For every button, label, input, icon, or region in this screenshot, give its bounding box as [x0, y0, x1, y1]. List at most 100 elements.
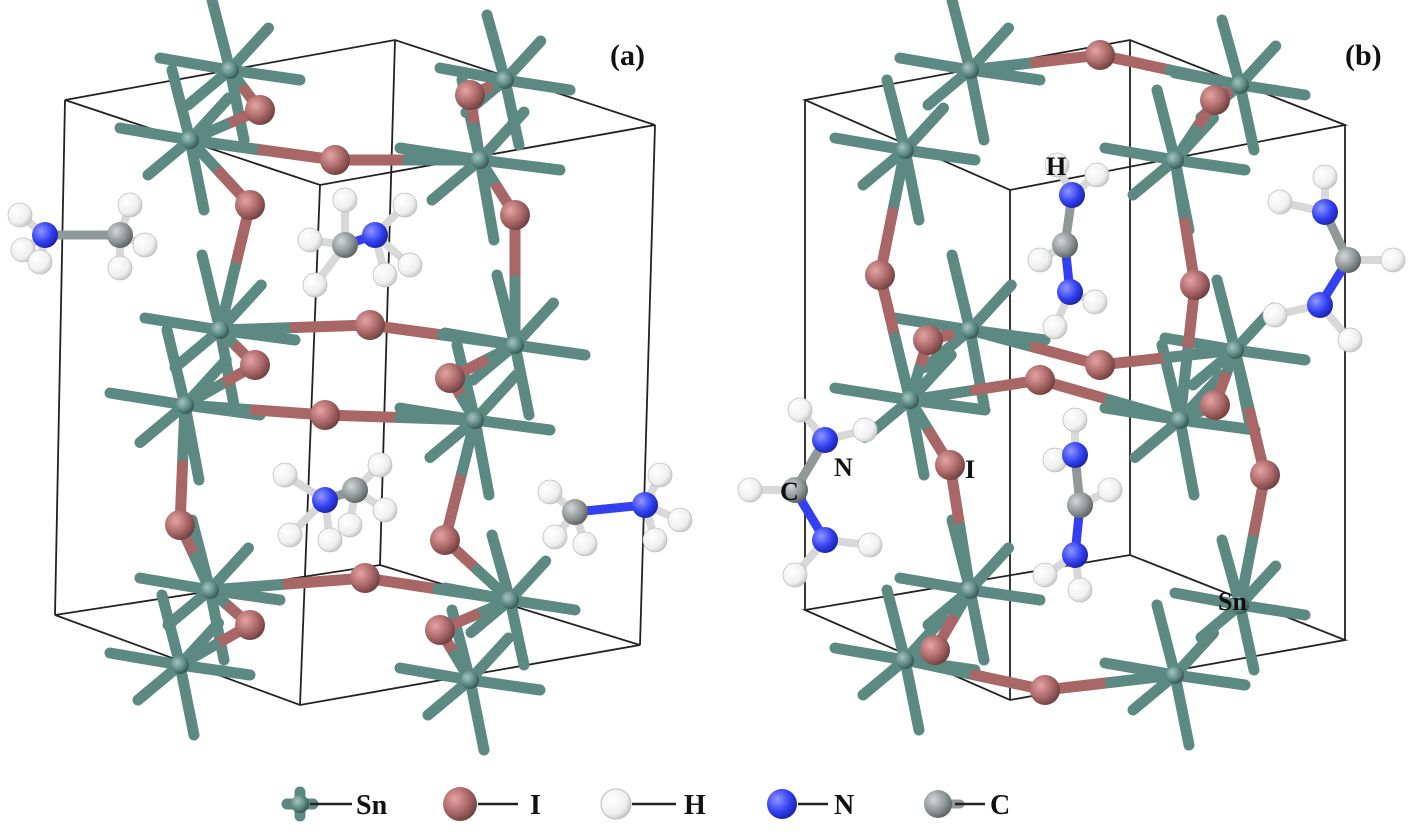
- sn-i-bond: [881, 74, 911, 156]
- sn-i-bond: [424, 414, 481, 463]
- nitrogen-atom: [1059, 182, 1085, 208]
- sn-i-bond: [169, 324, 226, 373]
- sn-i-bond: [829, 642, 911, 666]
- sn-i-bond: [206, 0, 236, 76]
- hydrogen-atom: [1032, 562, 1058, 588]
- sn-i-bond: [437, 329, 521, 351]
- hydrogen-atom: [1044, 152, 1070, 178]
- sn-i-bond: [426, 154, 486, 206]
- iodine-atom: [350, 563, 380, 593]
- sn-i-bond: [1169, 669, 1251, 691]
- iodine-atom: [425, 615, 455, 645]
- sn-i-bond: [224, 22, 274, 76]
- hydrogen-atom: [1067, 577, 1093, 603]
- sn-i-bond: [1234, 79, 1311, 101]
- hydrogen-atom: [667, 507, 693, 533]
- sn-i-bond: [1127, 154, 1181, 201]
- sn-i-bond: [464, 674, 546, 696]
- panel-b-label: (b): [1345, 39, 1382, 72]
- nitrogen-atom: [632, 492, 658, 518]
- iodine-atom: [1180, 270, 1210, 300]
- legend-label-sn: Sn: [356, 790, 388, 821]
- legend-item-n: N: [767, 789, 854, 821]
- sn-i-bond: [881, 584, 911, 666]
- panel-b-atoms: [737, 0, 1406, 751]
- tin-atom: [211, 321, 229, 339]
- sn-i-bond: [899, 654, 981, 681]
- nitrogen-atom: [362, 222, 388, 248]
- nitrogen-atom: [1062, 542, 1088, 568]
- sn-i-bond: [509, 297, 559, 351]
- sn-i-bond: [184, 134, 268, 156]
- carbon-atom: [1335, 247, 1361, 273]
- iodine-atom: [1250, 460, 1280, 490]
- sn-atom-icon: [281, 786, 319, 822]
- nitrogen-atom: [812, 527, 838, 553]
- sn-i-bond: [139, 312, 226, 336]
- sn-i-bond: [857, 654, 911, 701]
- sn-i-bond: [964, 542, 1014, 596]
- sn-i-bond: [134, 572, 216, 596]
- nitrogen-atom: [32, 222, 58, 248]
- sn-i-bond: [469, 369, 522, 426]
- hydrogen-atom: [372, 262, 398, 288]
- panel-a: (a): [7, 0, 693, 756]
- hydrogen-atom: [107, 255, 133, 281]
- sn-i-bond: [899, 102, 949, 156]
- sn-i-bond: [1174, 414, 1200, 501]
- tin-atom: [961, 321, 979, 339]
- iodine-atom: [913, 325, 943, 355]
- sn-i-bond: [464, 632, 514, 686]
- sn-i-bond: [166, 64, 196, 146]
- atom-label-n: N: [834, 453, 853, 482]
- hydrogen-atom: [1062, 407, 1088, 433]
- hydrogen-atom: [302, 272, 328, 298]
- sn-i-bond: [214, 322, 301, 336]
- sn-i-bond: [204, 542, 254, 596]
- tin-atom: [901, 391, 919, 409]
- iodine-atom: [455, 80, 485, 110]
- sn-i-bond: [154, 52, 236, 76]
- i-atom-icon: [443, 787, 477, 821]
- tin-atom: [1226, 341, 1244, 359]
- tin-atom: [501, 591, 519, 609]
- sn-i-bond: [887, 144, 911, 218]
- sn-i-bond: [224, 64, 306, 86]
- atom-layer: [737, 40, 1406, 705]
- hydrogen-atom: [542, 524, 568, 550]
- hydrogen-atom: [1042, 314, 1068, 340]
- sn-i-bond: [1169, 587, 1246, 611]
- sn-i-bond: [132, 659, 186, 706]
- sn-i-bond: [1229, 344, 1311, 366]
- sn-i-bond: [1211, 274, 1241, 356]
- carbon-atom: [107, 222, 133, 248]
- sn-i-bond: [161, 324, 191, 411]
- sn-i-bond: [1174, 347, 1193, 426]
- sn-i-bond: [894, 572, 976, 596]
- sn-i-bond: [394, 662, 476, 686]
- sn-i-bond: [394, 412, 481, 426]
- tin-atom: [461, 671, 479, 689]
- sn-i-bond: [174, 659, 200, 741]
- tin-atom: [221, 61, 239, 79]
- hydrogen-atom: [372, 497, 398, 523]
- hydrogen-atom: [132, 232, 158, 258]
- tin-atom: [496, 71, 514, 89]
- sn-i-bond: [1151, 84, 1181, 166]
- atom-label-c: C: [780, 477, 799, 506]
- hydrogen-atom: [392, 192, 418, 218]
- tin-atom: [961, 581, 979, 599]
- iodine-atom: [1085, 350, 1115, 380]
- hydrogen-atom: [782, 562, 808, 588]
- carbon-atom: [562, 499, 588, 525]
- hydrogen-atom: [27, 249, 53, 275]
- sn-i-bond: [499, 74, 525, 151]
- atom-layer: [7, 61, 693, 689]
- hydrogen-atom: [7, 202, 33, 228]
- sn-i-bond: [196, 249, 226, 336]
- iodine-atom: [355, 310, 385, 340]
- hydrogen-atom: [572, 531, 598, 557]
- sn-i-bond: [829, 132, 911, 156]
- sn-i-bond: [1169, 627, 1219, 681]
- hydrogen-atom: [1084, 162, 1110, 188]
